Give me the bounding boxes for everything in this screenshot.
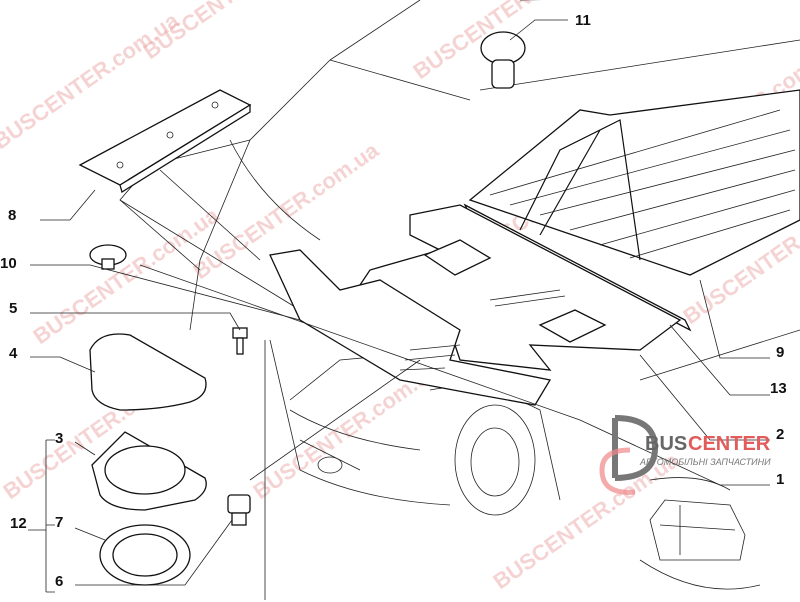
callout-9: 9 <box>776 344 784 361</box>
watermark: BUSCENTER.com.ua <box>489 447 684 594</box>
logo-center-text: CENTER <box>688 433 771 455</box>
callout-1: 1 <box>776 471 784 488</box>
part-4-cover <box>89 333 207 411</box>
part-8-plate <box>78 89 252 194</box>
part-3-gasket <box>91 431 207 511</box>
callout-4: 4 <box>9 345 18 362</box>
part-2-front-floor <box>359 204 682 371</box>
part-7-ring <box>99 524 191 586</box>
callout-6: 6 <box>55 573 63 590</box>
logo-subtitle: АВТОМОБІЛЬНІ ЗАПЧАСТИНИ <box>639 457 771 467</box>
callout-3: 3 <box>55 430 63 447</box>
callout-5: 5 <box>9 300 17 317</box>
buscenter-logo: BUS CENTER АВТОМОБІЛЬНІ ЗАПЧАСТИНИ <box>599 415 771 590</box>
part-10-plug <box>89 244 127 270</box>
callout-2: 2 <box>776 426 784 443</box>
callout-7: 7 <box>55 514 63 531</box>
callout-8: 8 <box>8 207 16 224</box>
callout-12: 12 <box>10 515 27 532</box>
part-1-floor-covering <box>269 249 552 406</box>
watermark: BUSCENTER.com.ua <box>29 202 224 349</box>
part-5-bolt <box>232 327 248 355</box>
callout-11: 11 <box>575 12 591 29</box>
part-6-clip <box>227 494 251 526</box>
leader-lines <box>28 19 770 600</box>
logo-bus-text: BUS <box>645 433 687 455</box>
part-11-clip <box>480 31 526 89</box>
callouts: 11 8 10 5 4 3 12 7 6 9 13 2 1 <box>0 12 787 590</box>
callout-13: 13 <box>770 380 787 397</box>
callout-10: 10 <box>0 255 17 272</box>
